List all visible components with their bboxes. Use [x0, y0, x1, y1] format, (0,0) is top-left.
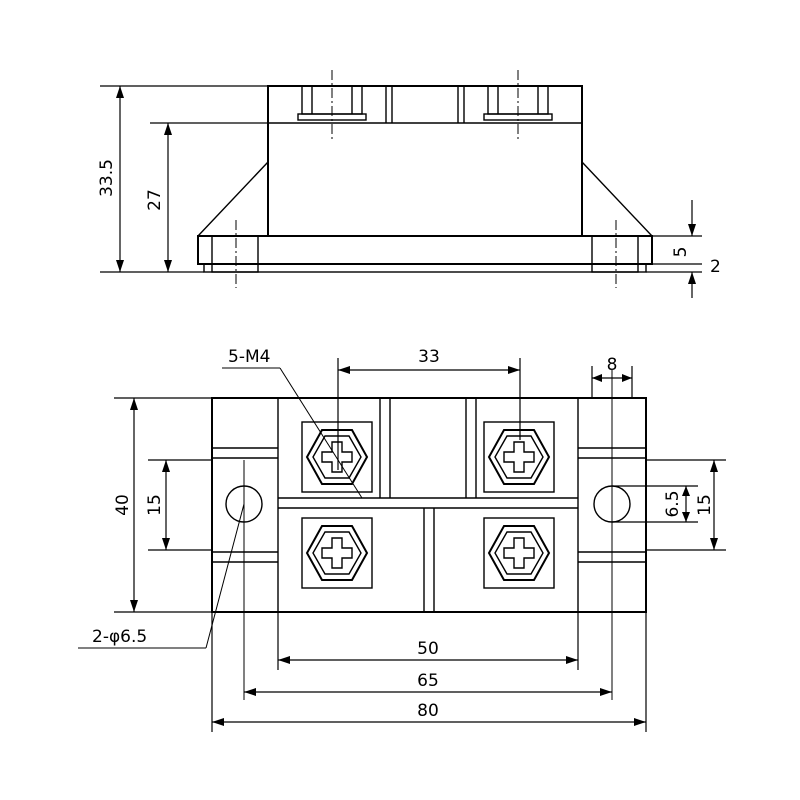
- side-mount-right: [591, 235, 639, 273]
- dim-mount-width-label: 8: [607, 355, 618, 375]
- callout-holes-label: 2-φ6.5: [92, 627, 147, 647]
- dim-inner-depth: 15: [145, 459, 212, 551]
- screw-cross-icon: [321, 441, 353, 473]
- terminal-bottom-right: [483, 517, 555, 589]
- terminal-top-right: [483, 421, 555, 493]
- callout-terminals: 5-M4: [222, 347, 363, 499]
- dim-inner-depth-label: 15: [145, 494, 165, 516]
- dim-terminal-spacing-label: 33: [418, 347, 440, 367]
- dim-hole-spacing-label: 65: [417, 671, 439, 691]
- dim-foot-height-label: 2: [710, 257, 721, 277]
- callout-holes: 2-φ6.5: [78, 503, 245, 649]
- side-mount-left: [211, 235, 259, 273]
- callout-terminals-label: 5-M4: [228, 347, 270, 367]
- dim-body-width: 50: [277, 612, 579, 670]
- dim-hole-spacing: 65: [244, 671, 612, 696]
- terminal-top-left: [301, 421, 373, 493]
- top-outline: [211, 397, 647, 613]
- dim-base: 5 2: [646, 200, 721, 298]
- top-view: 5-M4 33 8 40: [78, 347, 726, 732]
- side-flange-right: [581, 161, 653, 237]
- screw-cross-icon: [503, 537, 535, 569]
- side-base-plate: [197, 235, 653, 265]
- dim-hole-offset-label: 6.5: [663, 490, 683, 517]
- dim-total-height-label: 33.5: [97, 159, 117, 197]
- dim-hole-depth-label: 15: [695, 494, 715, 516]
- dim-body-height-label: 27: [145, 189, 165, 211]
- side-base-foot: [203, 263, 647, 273]
- side-nut-right: [483, 70, 553, 140]
- side-body: [267, 85, 583, 237]
- dim-hole-right: 6.5 15: [612, 459, 726, 551]
- side-nut-left: [297, 70, 367, 140]
- screw-cross-icon: [321, 537, 353, 569]
- dim-terminal-spacing: 33: [337, 347, 521, 470]
- side-flange-left: [197, 161, 269, 237]
- dim-total-depth: 40: [113, 397, 212, 613]
- dim-total-height: 33.5: [97, 85, 268, 273]
- dim-base-thickness-label: 5: [671, 247, 691, 258]
- side-view: 33.5 27 5 2: [97, 70, 721, 298]
- screw-cross-icon: [503, 441, 535, 473]
- dim-total-depth-label: 40: [113, 494, 133, 516]
- dim-body-width-label: 50: [417, 639, 439, 659]
- dim-mount-width: 8: [591, 355, 633, 398]
- terminal-bottom-left: [301, 517, 373, 589]
- dim-body-height: 27: [145, 122, 268, 272]
- dim-total-width: 80: [211, 612, 647, 732]
- dim-total-width-label: 80: [417, 701, 439, 721]
